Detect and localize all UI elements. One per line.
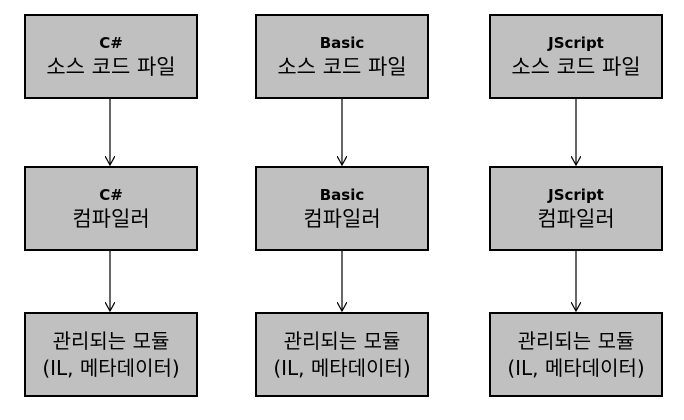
source-language-label: C# (99, 33, 123, 52)
compiler-box-basic: Basic 컴파일러 (255, 166, 429, 251)
compiler-label: 컴파일러 (537, 206, 615, 231)
source-file-label: 소스 코드 파일 (277, 54, 407, 79)
managed-module-label: 관리되는 모듈 (517, 328, 635, 353)
compiler-label: 컴파일러 (303, 206, 381, 231)
source-file-box-jscript: JScript 소스 코드 파일 (489, 14, 663, 99)
source-file-box-csharp: C# 소스 코드 파일 (24, 14, 198, 99)
managed-module-box-jscript: 관리되는 모듈 (IL, 메타데이터) (489, 312, 663, 397)
managed-module-contents: (IL, 메타데이터) (507, 355, 645, 380)
managed-module-label: 관리되는 모듈 (52, 328, 170, 353)
compiler-label: 컴파일러 (72, 206, 150, 231)
compiler-language-label: JScript (548, 185, 604, 204)
managed-module-contents: (IL, 메타데이터) (273, 355, 411, 380)
compiler-language-label: Basic (319, 185, 365, 204)
source-file-label: 소스 코드 파일 (511, 54, 641, 79)
compiler-box-csharp: C# 컴파일러 (24, 166, 198, 251)
compiler-box-jscript: JScript 컴파일러 (489, 166, 663, 251)
source-file-label: 소스 코드 파일 (46, 54, 176, 79)
source-file-box-basic: Basic 소스 코드 파일 (255, 14, 429, 99)
managed-module-label: 관리되는 모듈 (283, 328, 401, 353)
managed-module-box-basic: 관리되는 모듈 (IL, 메타데이터) (255, 312, 429, 397)
source-language-label: Basic (319, 33, 365, 52)
source-language-label: JScript (548, 33, 604, 52)
managed-module-contents: (IL, 메타데이터) (42, 355, 180, 380)
compiler-language-label: C# (99, 185, 123, 204)
managed-module-box-csharp: 관리되는 모듈 (IL, 메타데이터) (24, 312, 198, 397)
